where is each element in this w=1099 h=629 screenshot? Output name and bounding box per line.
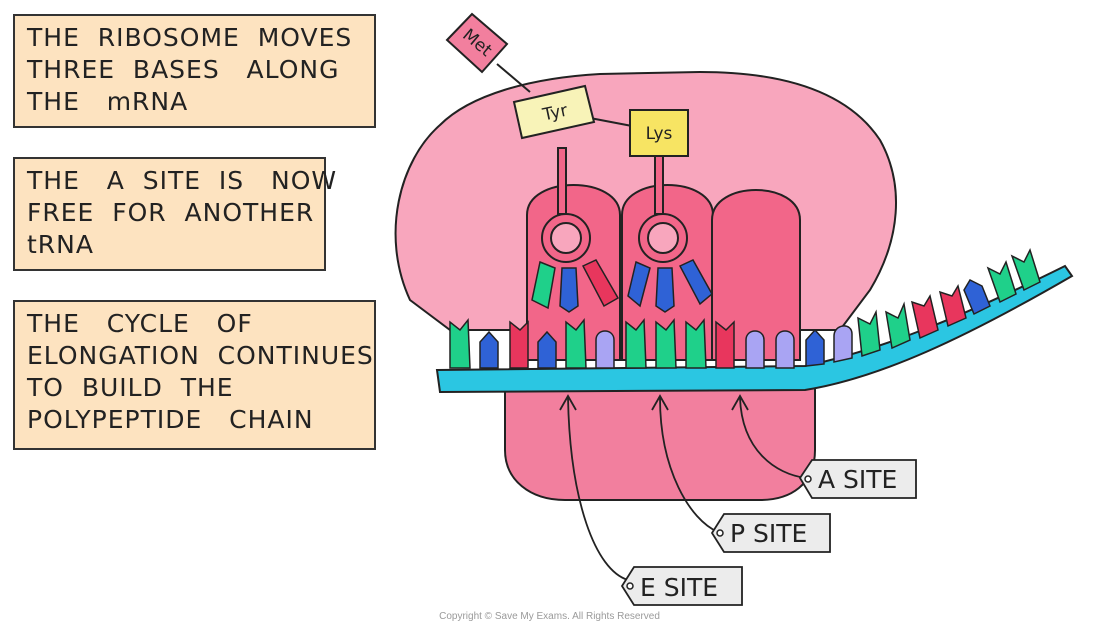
base-blue [537, 330, 557, 369]
amino-acid-lys: Lys [629, 109, 689, 157]
base-green [655, 317, 677, 369]
trna-e-stem-rect [557, 147, 567, 215]
base-lavender [595, 330, 615, 369]
note-line: THE RIBOSOME MOVES [27, 23, 353, 52]
base-green [565, 317, 587, 369]
trna-e-site-inner-loop [550, 222, 582, 254]
base-red [715, 320, 735, 369]
base-green [625, 317, 647, 369]
a-site-tag: A SITE [798, 459, 917, 499]
base-red [910, 294, 939, 340]
note-line: THE mRNA [27, 87, 189, 116]
e-site-label: E SITE [640, 573, 718, 602]
note-line: POLYPEPTIDE CHAIN [27, 405, 314, 434]
base-lavender [833, 325, 853, 363]
anticodon-base-red [581, 259, 620, 308]
note-ribosome-moves: THE RIBOSOME MOVES THREE BASES ALONG THE… [13, 14, 376, 128]
anticodon-base-green [531, 260, 556, 310]
copyright-notice: Copyright © Save My Exams. All Rights Re… [439, 611, 660, 622]
base-green [885, 301, 911, 350]
anticodon-base-blue [678, 259, 713, 306]
anticodon-base-blue [559, 267, 579, 313]
base-blue [479, 330, 499, 369]
peptide-bond-tyr-lys [589, 117, 633, 127]
note-elongation-cycle: THE CYCLE OF ELONGATION CONTINUES TO BUI… [13, 300, 376, 450]
site-pointer-arrows [559, 394, 807, 581]
trna-p-site-inner-loop [647, 222, 679, 254]
note-line: THE CYCLE OF [27, 309, 253, 338]
base-green [685, 317, 707, 369]
anticodon-base-blue [655, 267, 675, 313]
p-site-arrow [651, 394, 719, 533]
note-line: ELONGATION CONTINUES [27, 341, 374, 370]
peptide-bond-met-tyr [496, 63, 531, 93]
base-red [509, 320, 529, 369]
note-line: tRNA [27, 230, 94, 259]
base-green [1010, 248, 1041, 292]
amino-acid-met: Met [445, 12, 509, 74]
a-site-label: A SITE [818, 465, 897, 494]
amino-acid-lys-label: Lys [646, 124, 673, 144]
base-green [857, 309, 881, 358]
a-site-arrow [731, 394, 807, 479]
base-red [938, 284, 967, 328]
e-site-arrow [559, 394, 629, 581]
mrna-bases [449, 248, 1041, 369]
base-lavender [745, 330, 765, 369]
p-site-tag: P SITE [710, 513, 831, 553]
trna-p-stem-rect [654, 147, 664, 215]
base-blue [805, 328, 825, 367]
note-line: TO BUILD THE [27, 373, 234, 402]
base-blue [963, 279, 991, 316]
amino-acid-tyr: Tyr [512, 84, 596, 140]
p-site-label: P SITE [730, 519, 807, 548]
a-site-chamber [711, 189, 801, 361]
note-line: FREE FOR ANOTHER [27, 198, 315, 227]
note-a-site-free: THE A SITE IS NOW FREE FOR ANOTHER tRNA [13, 157, 336, 271]
base-green [986, 260, 1017, 304]
anticodon-base-blue [627, 260, 651, 308]
note-line: THREE BASES ALONG [27, 55, 340, 84]
base-green [449, 317, 471, 369]
e-site-tag: E SITE [620, 566, 743, 606]
base-lavender [775, 330, 795, 369]
